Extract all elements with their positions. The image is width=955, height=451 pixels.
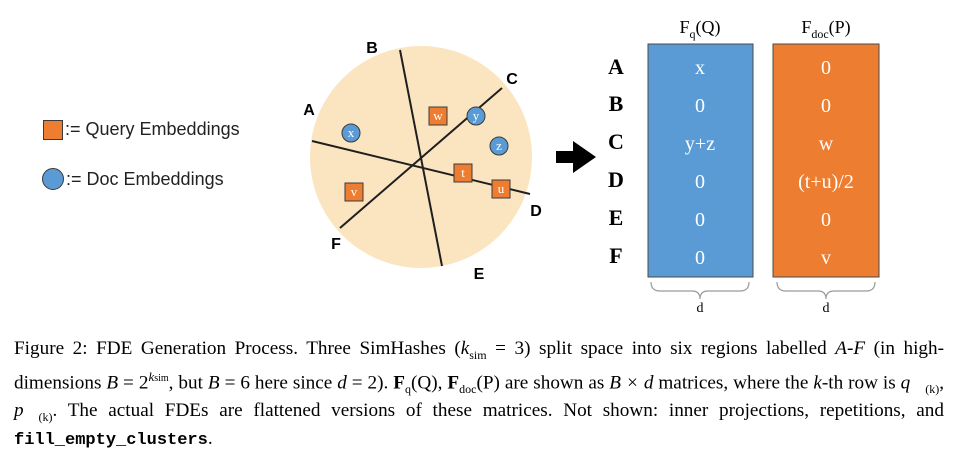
row-label-a: A — [608, 54, 624, 79]
svg-text:z: z — [496, 138, 502, 153]
query-square-icon — [43, 119, 63, 140]
svg-text:x: x — [348, 125, 355, 140]
query-point-u: u — [491, 179, 511, 199]
matrix-q-dim-brace — [650, 281, 750, 300]
matrix-doc-cell-1: 0 — [821, 57, 831, 79]
row-label-c: C — [608, 129, 624, 154]
region-label-d: D — [530, 203, 542, 220]
svg-text:w: w — [433, 108, 443, 123]
legend-query-label: := Query Embeddings — [65, 119, 240, 139]
doc-circle-icon — [42, 168, 64, 190]
region-label-b: B — [366, 40, 378, 57]
matrix-q-cell-5: 0 — [695, 209, 705, 231]
matrix-doc-title: Fdoc(P) — [801, 17, 850, 41]
matrix-q-title: Fq(Q) — [679, 17, 720, 41]
query-point-w: w — [428, 106, 448, 126]
svg-text:y: y — [473, 108, 480, 123]
doc-point-z: z — [489, 136, 509, 156]
matrix-q-cell-4: 0 — [695, 171, 705, 193]
matrix-doc-cell-2: 0 — [821, 95, 831, 117]
matrix-q-dim-label: d — [697, 301, 704, 316]
query-point-v: v — [344, 182, 364, 202]
matrix-q-box — [647, 43, 754, 278]
matrix-doc-cell-5: 0 — [821, 209, 831, 231]
matrix-doc-box — [772, 43, 880, 278]
region-label-a: A — [303, 102, 315, 119]
matrix-q-cell-3: y+z — [685, 133, 715, 155]
matrix-q-cell-2: 0 — [695, 95, 705, 117]
matrix-doc-dim-label: d — [823, 301, 830, 316]
legend-doc: := Doc Embeddings — [42, 168, 224, 190]
matrix-q-cell-6: 0 — [695, 247, 705, 269]
matrix-doc-cell-3: w — [819, 133, 834, 155]
doc-point-x: x — [341, 123, 361, 143]
row-label-d: D — [608, 167, 624, 192]
row-label-e: E — [609, 205, 624, 230]
matrix-q-values: x 0 y+z 0 0 0 — [685, 57, 715, 269]
matrix-doc-cell-6: v — [821, 247, 831, 269]
arrow-icon — [556, 141, 596, 173]
doc-point-y: y — [466, 106, 486, 126]
region-label-e: E — [474, 266, 485, 283]
diagram-canvas: A B C D E F x y z w v t — [303, 17, 880, 316]
matrix-doc-values: 0 0 w (t+u)/2 0 v — [798, 57, 854, 269]
svg-text:t: t — [461, 165, 465, 180]
row-label-b: B — [609, 91, 624, 116]
matrix-doc-cell-4: (t+u)/2 — [798, 171, 854, 193]
matrix-q-cell-1: x — [695, 57, 705, 79]
legend-query: := Query Embeddings — [43, 119, 240, 140]
matrix-doc-dim-brace — [776, 281, 876, 300]
svg-text:u: u — [498, 181, 505, 196]
query-point-t: t — [453, 163, 473, 183]
region-label-f: F — [331, 236, 341, 253]
figure-caption: Figure 2: FDE Generation Process. Three … — [14, 338, 944, 450]
row-label-f: F — [609, 243, 622, 268]
svg-text:v: v — [351, 184, 358, 199]
region-label-c: C — [506, 71, 518, 88]
legend-doc-label: := Doc Embeddings — [66, 168, 224, 189]
